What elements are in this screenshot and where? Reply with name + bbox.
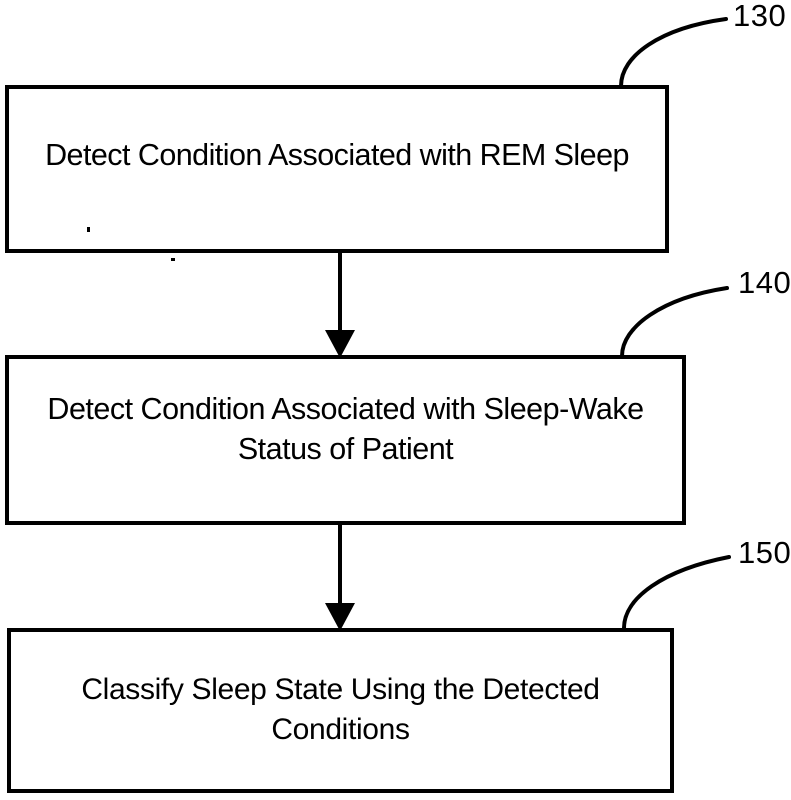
- reference-numeral-150: 150: [738, 535, 791, 570]
- leader-line-140: [620, 286, 729, 358]
- process-box-130-label: Detect Condition Associated with REM Sle…: [45, 138, 629, 172]
- process-box-140-label: Detect Condition Associated with Sleep-W…: [47, 392, 644, 466]
- scan-artifact-dot: [171, 258, 175, 261]
- connector-arrow-130-to-140: [325, 253, 355, 358]
- scan-artifact-dot: [87, 227, 90, 232]
- leader-line-150: [622, 555, 731, 630]
- process-box-130: Detect Condition Associated with REM Sle…: [5, 85, 669, 253]
- process-box-150: Classify Sleep State Using the Detected …: [7, 628, 674, 793]
- process-box-140: Detect Condition Associated with Sleep-W…: [5, 355, 686, 525]
- reference-numeral-140: 140: [738, 265, 791, 300]
- process-box-150-label: Classify Sleep State Using the Detected …: [81, 672, 600, 746]
- connector-arrow-140-to-150: [325, 524, 355, 631]
- leader-line-130: [619, 17, 728, 88]
- reference-numeral-130: 130: [733, 0, 787, 33]
